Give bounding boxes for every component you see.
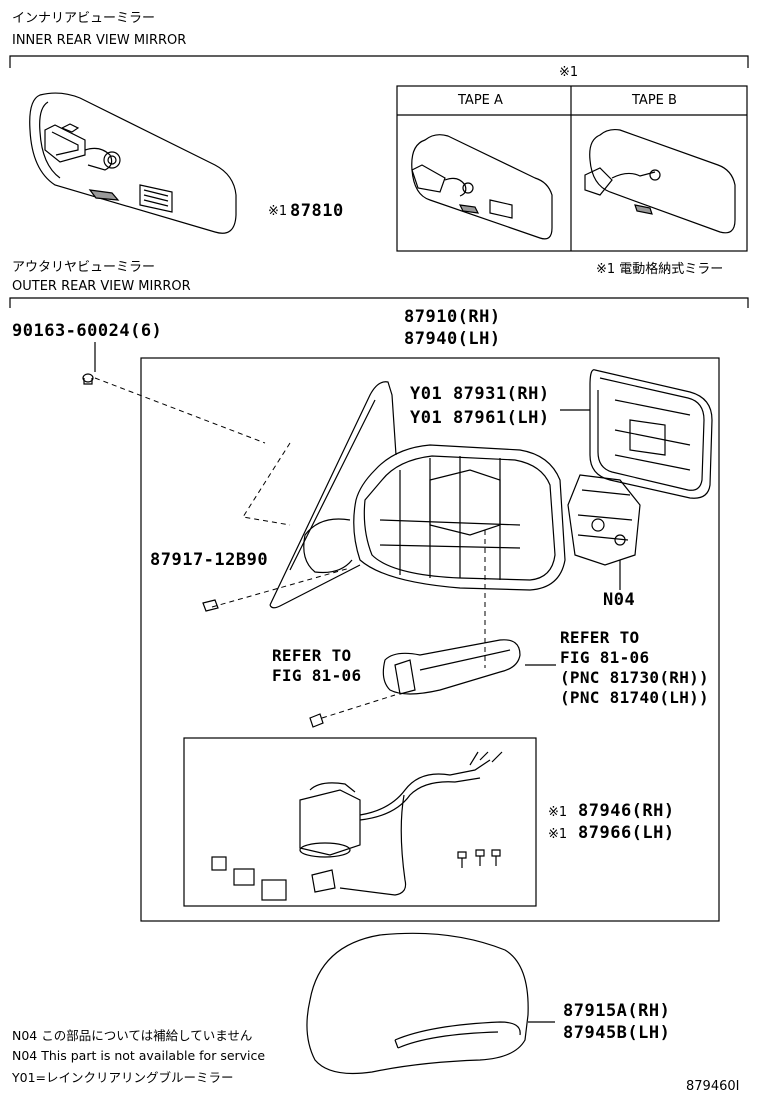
mirror-cover-drawing [306,932,529,1075]
turn-signal-lamp-drawing [382,639,521,695]
part-glass-rh: Y01 87931(RH) [410,384,550,404]
screw-lamp-drawing [309,713,324,728]
inner-part-prefix: ※1 [268,204,288,219]
inner-part-number: 87810 [290,201,344,221]
part-assy-rh: 87910(RH) [404,307,501,327]
mirror-glass-drawing [589,369,713,499]
figure-id: 879460I [686,1079,740,1094]
part-cover-rh: 87915A(RH) [563,1001,671,1021]
note-y01-jp: Y01=レインクリアリングブルーミラー [12,1070,234,1085]
outer-section-bracket [9,297,749,308]
tape-b-mirror [584,128,736,234]
part-screw-90163: 90163-60024(6) [12,321,163,341]
tape-a-label: TAPE A [458,93,503,108]
retractor-prefix-lh: ※1 [548,827,568,842]
outer-mirror-housing [269,381,566,609]
note-n04-jp: N04 この部品については補給していません [12,1028,253,1043]
actuator-n04-drawing [567,474,641,566]
part-retractor-rh: 87946(RH) [578,801,675,821]
inner-title-en: INNER REAR VIEW MIRROR [12,33,187,48]
refer-left-line2: FIG 81-06 [272,666,362,685]
outer-assy-frame [140,357,720,922]
inner-title-jp: インナリアビューミラー [12,11,156,26]
tape-table [396,85,748,252]
refer-left-line1: REFER TO [272,646,352,665]
screw-87917-drawing [202,599,219,612]
outer-title-jp: アウタリヤビューミラー [12,260,156,275]
screw-90163-drawing [82,373,94,385]
tape-b-label: TAPE B [632,93,677,108]
part-glass-lh: Y01 87961(LH) [410,408,550,428]
retractor-bolts-drawing [457,849,501,868]
retractor-box [183,737,537,907]
part-screw-87917: 87917-12B90 [150,550,269,570]
refer-right-line3: (PNC 81730(RH)) [560,668,709,687]
outer-title-en: OUTER REAR VIEW MIRROR [12,279,191,294]
part-retractor-lh: 87966(LH) [578,823,675,843]
part-n04: N04 [603,590,636,610]
retractor-drawing [211,751,503,901]
part-cover-lh: 87945B(LH) [563,1023,671,1043]
note-n04-en: N04 This part is not available for servi… [12,1048,266,1063]
tape-a-mirror [411,134,553,240]
footnote-electric-fold: ※1 電動格納式ミラー [596,262,724,277]
inner-section-bracket [9,55,749,68]
refer-right-line4: (PNC 81740(LH)) [560,688,709,707]
refer-right-line1: REFER TO [560,628,640,647]
retractor-prefix-rh: ※1 [548,805,568,820]
refer-right-line2: FIG 81-06 [560,648,650,667]
inner-mirror-illustration [29,92,237,234]
part-assy-lh: 87940(LH) [404,329,501,349]
variant-marker: ※1 [559,65,579,80]
